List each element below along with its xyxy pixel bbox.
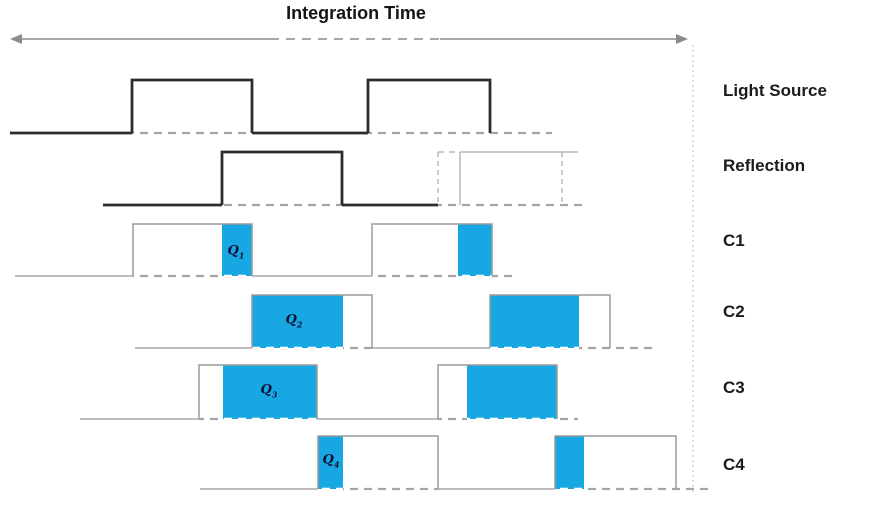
charge-fill-c1-2 <box>458 224 492 276</box>
charge-fill-c2-1 <box>252 295 343 348</box>
charge-fill-c2-2 <box>490 295 579 348</box>
row-label-light-source: Light Source <box>723 81 827 100</box>
charge-symbol: Q <box>285 312 297 328</box>
charge-symbol: Q <box>227 243 239 259</box>
row-label-reflection: Reflection <box>723 156 806 175</box>
row-label-c4: C4 <box>723 455 745 474</box>
charge-label-q2: Q2 <box>286 314 303 329</box>
charge-fill-c3-2 <box>467 365 557 419</box>
charge-label-q3: Q3 <box>261 384 278 399</box>
integration-time-arrow <box>10 34 688 44</box>
charge-subscript: 4 <box>333 459 340 470</box>
row-label-c3: C3 <box>723 378 745 397</box>
charge-subscript: 2 <box>296 319 303 330</box>
row-label-c2: C2 <box>723 302 745 321</box>
row-label-c1: C1 <box>723 231 745 250</box>
waveform-light-source <box>10 78 552 135</box>
charge-symbol: Q <box>260 382 272 398</box>
waveform-c4 <box>200 435 712 491</box>
charge-label-q1: Q1 <box>228 245 245 260</box>
charge-fill-c4-1 <box>318 436 343 489</box>
charge-fill-c1-1 <box>222 224 252 276</box>
charge-subscript: 3 <box>271 389 278 400</box>
charge-fill-c4-2 <box>555 436 584 489</box>
arrowhead-left-icon <box>10 34 22 44</box>
charge-fill-c3-1 <box>223 365 317 419</box>
charge-label-q4: Q4 <box>323 454 340 469</box>
charge-subscript: 1 <box>238 250 245 261</box>
waveform-c3 <box>80 364 578 421</box>
waveform-reflection <box>103 150 585 207</box>
charge-symbol: Q <box>322 452 334 468</box>
arrowhead-right-icon <box>676 34 688 44</box>
integration-time-label: Integration Time <box>286 3 426 23</box>
waveform-c1 <box>15 223 512 278</box>
waveform-c2 <box>135 294 652 350</box>
